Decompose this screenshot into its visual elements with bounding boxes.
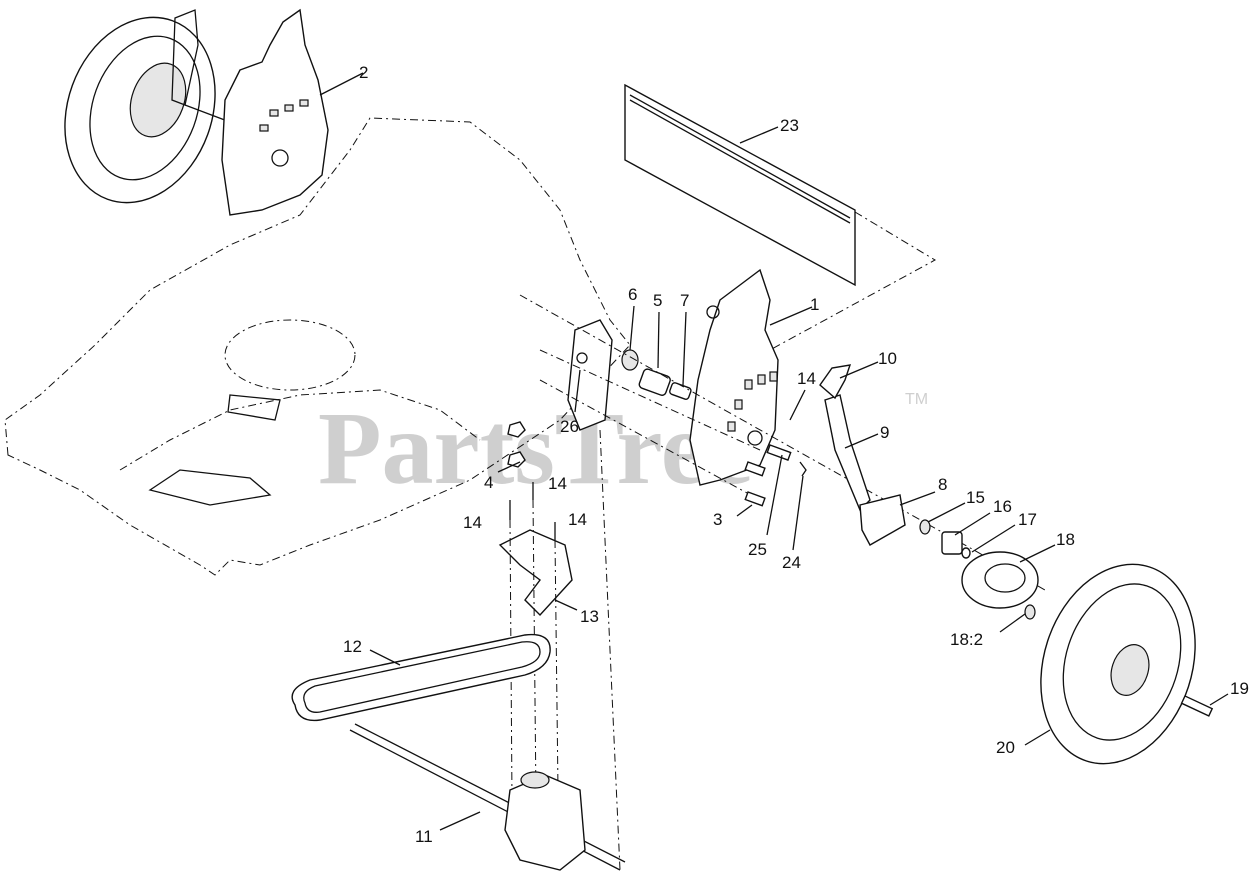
transmission <box>504 771 586 871</box>
leader-14d <box>789 389 806 421</box>
side-bracket <box>567 319 613 431</box>
callout-24: 24 <box>782 553 801 572</box>
callout-14c: 14 <box>568 510 587 529</box>
leader-6 <box>629 305 635 351</box>
drive-cup <box>961 551 1039 609</box>
leader-4 <box>497 461 521 473</box>
cup-washer <box>1024 604 1036 620</box>
bolt-line-upper <box>539 349 761 451</box>
callout-7: 7 <box>680 291 689 310</box>
rear-flap <box>624 83 937 351</box>
watermark-trademark: TM <box>905 391 928 408</box>
callout-11: 11 <box>415 827 433 846</box>
leader-25 <box>766 454 783 536</box>
wheel-bolt <box>1180 695 1214 717</box>
leader-26 <box>574 369 581 413</box>
callout-17: 17 <box>1018 510 1037 529</box>
callout-13: 13 <box>580 607 599 626</box>
callout-15: 15 <box>966 488 985 507</box>
washer <box>919 519 931 535</box>
callout-18-2: 18:2 <box>950 630 983 649</box>
deck-vent <box>227 394 281 421</box>
transmission-bracket <box>498 529 573 617</box>
hair-clip <box>799 461 807 477</box>
bearing <box>638 368 671 396</box>
watermark-text: PartsTree <box>318 391 753 506</box>
bushing <box>669 382 692 400</box>
deck-chute-opening <box>148 469 272 506</box>
callout-14b: 14 <box>548 474 567 493</box>
left-height-plate <box>221 8 329 216</box>
callout-26: 26 <box>560 417 579 436</box>
lever-knob <box>819 364 852 400</box>
pivot-pin <box>766 444 792 461</box>
drive-gear <box>941 531 963 555</box>
bolt-upper <box>744 461 766 477</box>
bolt-lower <box>744 491 766 507</box>
leader-23 <box>739 126 779 144</box>
leader-8 <box>899 491 936 506</box>
callout-14d: 14 <box>797 369 816 388</box>
leader-18 <box>1019 544 1056 563</box>
leader-1 <box>769 306 813 326</box>
callout-19: 19 <box>1230 679 1249 698</box>
callout-4: 4 <box>484 473 493 492</box>
leader-17 <box>971 524 1016 553</box>
callout-18: 18 <box>1056 530 1075 549</box>
leader-12 <box>369 649 401 666</box>
callout-14a: 14 <box>463 513 482 532</box>
deck-center-opening <box>224 319 356 391</box>
trans-line-4 <box>599 429 621 871</box>
leader-20 <box>1024 729 1051 746</box>
leader-18-2 <box>999 613 1026 633</box>
callout-8: 8 <box>938 475 947 494</box>
callout-1: 1 <box>810 295 819 314</box>
retaining-ring <box>961 547 971 559</box>
leader-15 <box>927 502 966 523</box>
callout-16: 16 <box>993 497 1012 516</box>
leader-7 <box>682 311 687 386</box>
right-height-plate <box>689 268 779 486</box>
deck-inner-line <box>119 389 481 471</box>
leader-10 <box>839 361 879 379</box>
callout-3: 3 <box>713 510 722 529</box>
callout-25: 25 <box>748 540 767 559</box>
height-adjust-lever <box>824 394 871 512</box>
callout-6: 6 <box>628 285 637 304</box>
callout-12: 12 <box>343 637 362 656</box>
leader-13 <box>554 599 578 611</box>
callout-5: 5 <box>653 291 662 310</box>
leader-19 <box>1209 693 1229 706</box>
leader-16 <box>954 512 991 536</box>
bracket-hole <box>576 352 588 364</box>
callout-23: 23 <box>780 116 799 135</box>
leader-11 <box>439 811 481 831</box>
leader-2 <box>319 72 364 96</box>
leader-5 <box>657 311 660 369</box>
mower-deck-outline <box>4 117 631 576</box>
wheel-bracket <box>859 494 906 546</box>
leader-9 <box>844 433 879 449</box>
callout-20: 20 <box>996 738 1015 757</box>
callout-10: 10 <box>878 349 897 368</box>
callout-2: 2 <box>359 63 368 82</box>
drive-belt <box>291 633 551 722</box>
nut-upper <box>507 421 526 438</box>
leader-3 <box>736 504 753 517</box>
leader-24 <box>792 475 804 551</box>
callout-9: 9 <box>880 423 889 442</box>
left-rear-wheel <box>64 9 231 204</box>
nut-lower <box>507 451 526 468</box>
right-rear-wheel <box>1040 563 1196 765</box>
trans-line-3 <box>554 539 559 791</box>
axle-centerline <box>519 294 1046 591</box>
